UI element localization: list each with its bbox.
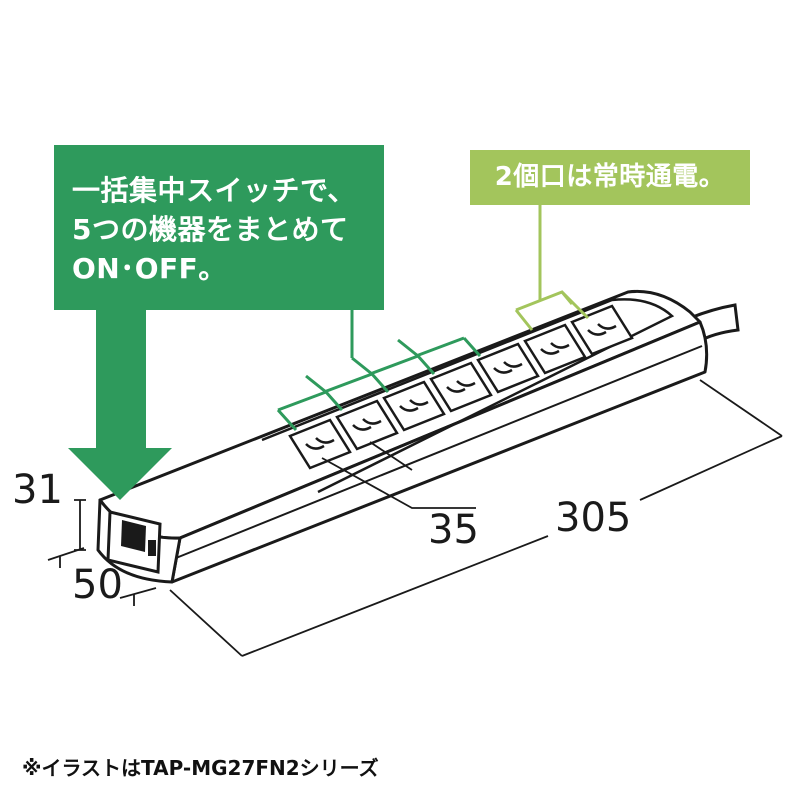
switched-outlets-bracket: [276, 310, 482, 432]
illustration-footnote: ※イラストはTAP-MG27FN2シリーズ: [22, 756, 379, 780]
switch-callout-line-1: 一括集中スイッチで、: [72, 174, 356, 207]
width-dimension-label: 50: [72, 562, 123, 608]
height-dimension-label: 31: [12, 467, 63, 513]
side-ridge-line: [175, 345, 703, 559]
outlet-4: [429, 361, 493, 413]
length-dimension-label: 305: [555, 495, 632, 541]
outlet-1: [288, 418, 352, 470]
dimension-lines: [47, 379, 783, 657]
switch-callout: 一括集中スイッチで、 5つの機器をまとめて ON･OFF。: [54, 145, 384, 310]
switch-rocker: [121, 520, 146, 552]
switch-pointer-arrow: [68, 310, 172, 500]
outlet-2: [335, 399, 399, 451]
always-on-callout: 2個口は常時通電。: [470, 150, 750, 205]
outlet-5: [476, 342, 540, 394]
switch-led: [148, 540, 156, 556]
outlet-pitch-dimension-label: 35: [428, 507, 479, 553]
outlet-3: [382, 380, 446, 432]
switch-callout-line-3: ON･OFF。: [72, 252, 227, 285]
top-panel-ridge: [261, 298, 675, 494]
outlets: [288, 304, 634, 470]
switch-callout-line-2: 5つの機器をまとめて: [72, 213, 349, 246]
outlet-6: [523, 323, 587, 375]
always-on-bracket: [514, 205, 590, 331]
outlet-slots: [305, 323, 617, 450]
